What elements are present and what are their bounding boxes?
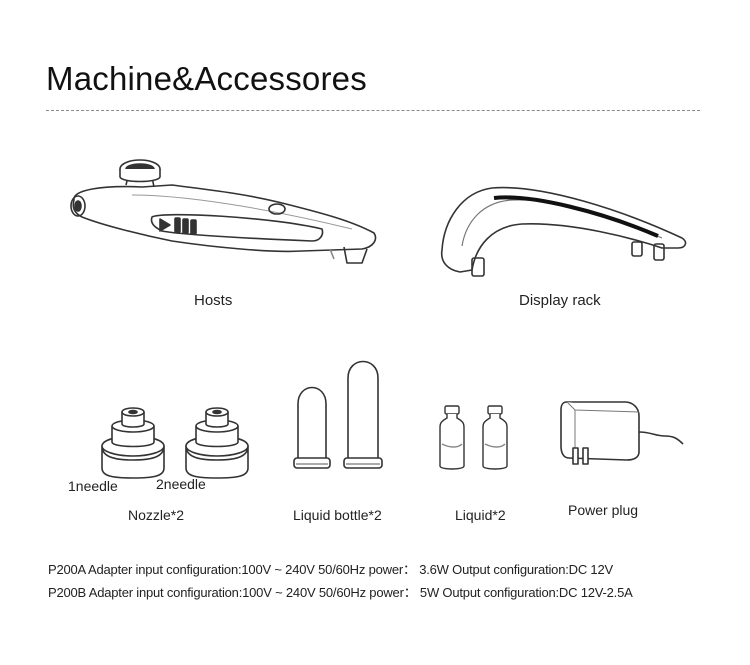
rack-label: Display rack bbox=[519, 292, 601, 309]
nozzle-icon bbox=[185, 407, 249, 479]
nozzle-icon bbox=[101, 407, 165, 479]
power-plug-label: Power plug bbox=[568, 502, 639, 518]
power-adapter-icon bbox=[560, 401, 684, 465]
host-label: Hosts bbox=[194, 292, 233, 309]
spec-line-p200b: P200B Adapter input configuration:100V ~… bbox=[48, 585, 633, 600]
vial-icon bbox=[439, 405, 508, 470]
title-divider bbox=[46, 110, 700, 111]
display-rack-icon bbox=[440, 186, 687, 277]
liquid-bottle-icon bbox=[293, 360, 383, 469]
pen-device-icon bbox=[70, 159, 377, 264]
nozzle-caption-1: 1needle bbox=[68, 478, 118, 494]
page-title: Machine&Accessores bbox=[46, 60, 367, 97]
nozzle-label: Nozzle*2 bbox=[128, 507, 185, 523]
nozzle-caption-2: 2needle bbox=[156, 476, 206, 492]
spec-line-p200a: P200A Adapter input configuration:100V ~… bbox=[48, 562, 613, 577]
liquid-bottle-label: Liquid bottle*2 bbox=[293, 507, 382, 523]
liquid-label: Liquid*2 bbox=[455, 507, 506, 523]
